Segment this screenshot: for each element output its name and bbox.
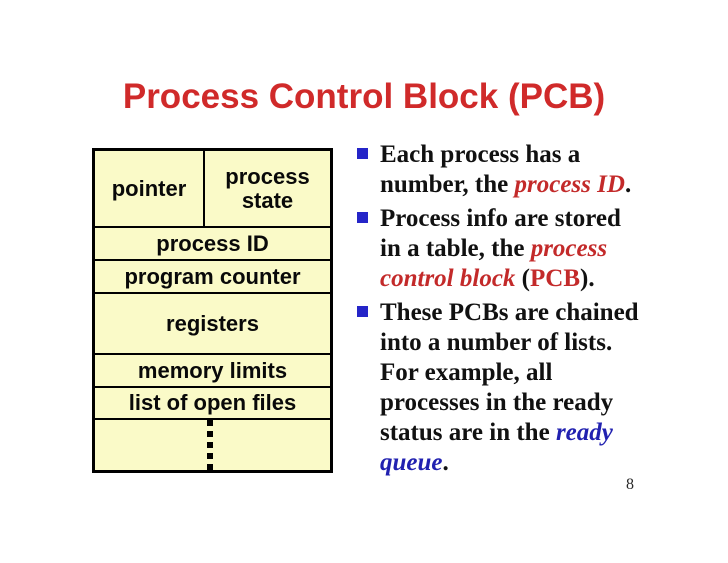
bullet-square-icon [357, 212, 368, 223]
pcb-row-top: pointer process state [95, 151, 330, 227]
pcb-cell-process-id: process ID [95, 226, 330, 259]
bullet-square-icon [357, 148, 368, 159]
bullet-item: Each process has a number, the process I… [352, 140, 697, 200]
bullet-item: Process info are stored in a table, the … [352, 204, 697, 294]
bullet-text: Each process has a number, the process I… [380, 141, 632, 198]
pcb-cell-list-of-open-files: list of open files [95, 386, 330, 418]
page-number: 8 [626, 476, 634, 493]
bullet-square-icon [357, 306, 368, 317]
bullet-text: These PCBs are chained into a number of … [380, 299, 639, 476]
pcb-cell-program-counter: program counter [95, 259, 330, 292]
pcb-table: pointer process state process ID program… [92, 148, 333, 473]
bullet-item: These PCBs are chained into a number of … [352, 298, 697, 478]
bullet-text: Process info are stored in a table, the … [380, 205, 621, 292]
pcb-row-continuation [95, 418, 330, 470]
pcb-cell-memory-limits: memory limits [95, 353, 330, 386]
slide-title: Process Control Block (PCB) [122, 77, 606, 116]
vertical-ellipsis-icon [206, 420, 213, 470]
pcb-cell-process-state: process state [225, 163, 310, 213]
pcb-cell-pointer: pointer [95, 151, 205, 227]
pcb-cell-registers: registers [95, 291, 330, 354]
bullet-list: Each process has a number, the process I… [352, 140, 697, 482]
